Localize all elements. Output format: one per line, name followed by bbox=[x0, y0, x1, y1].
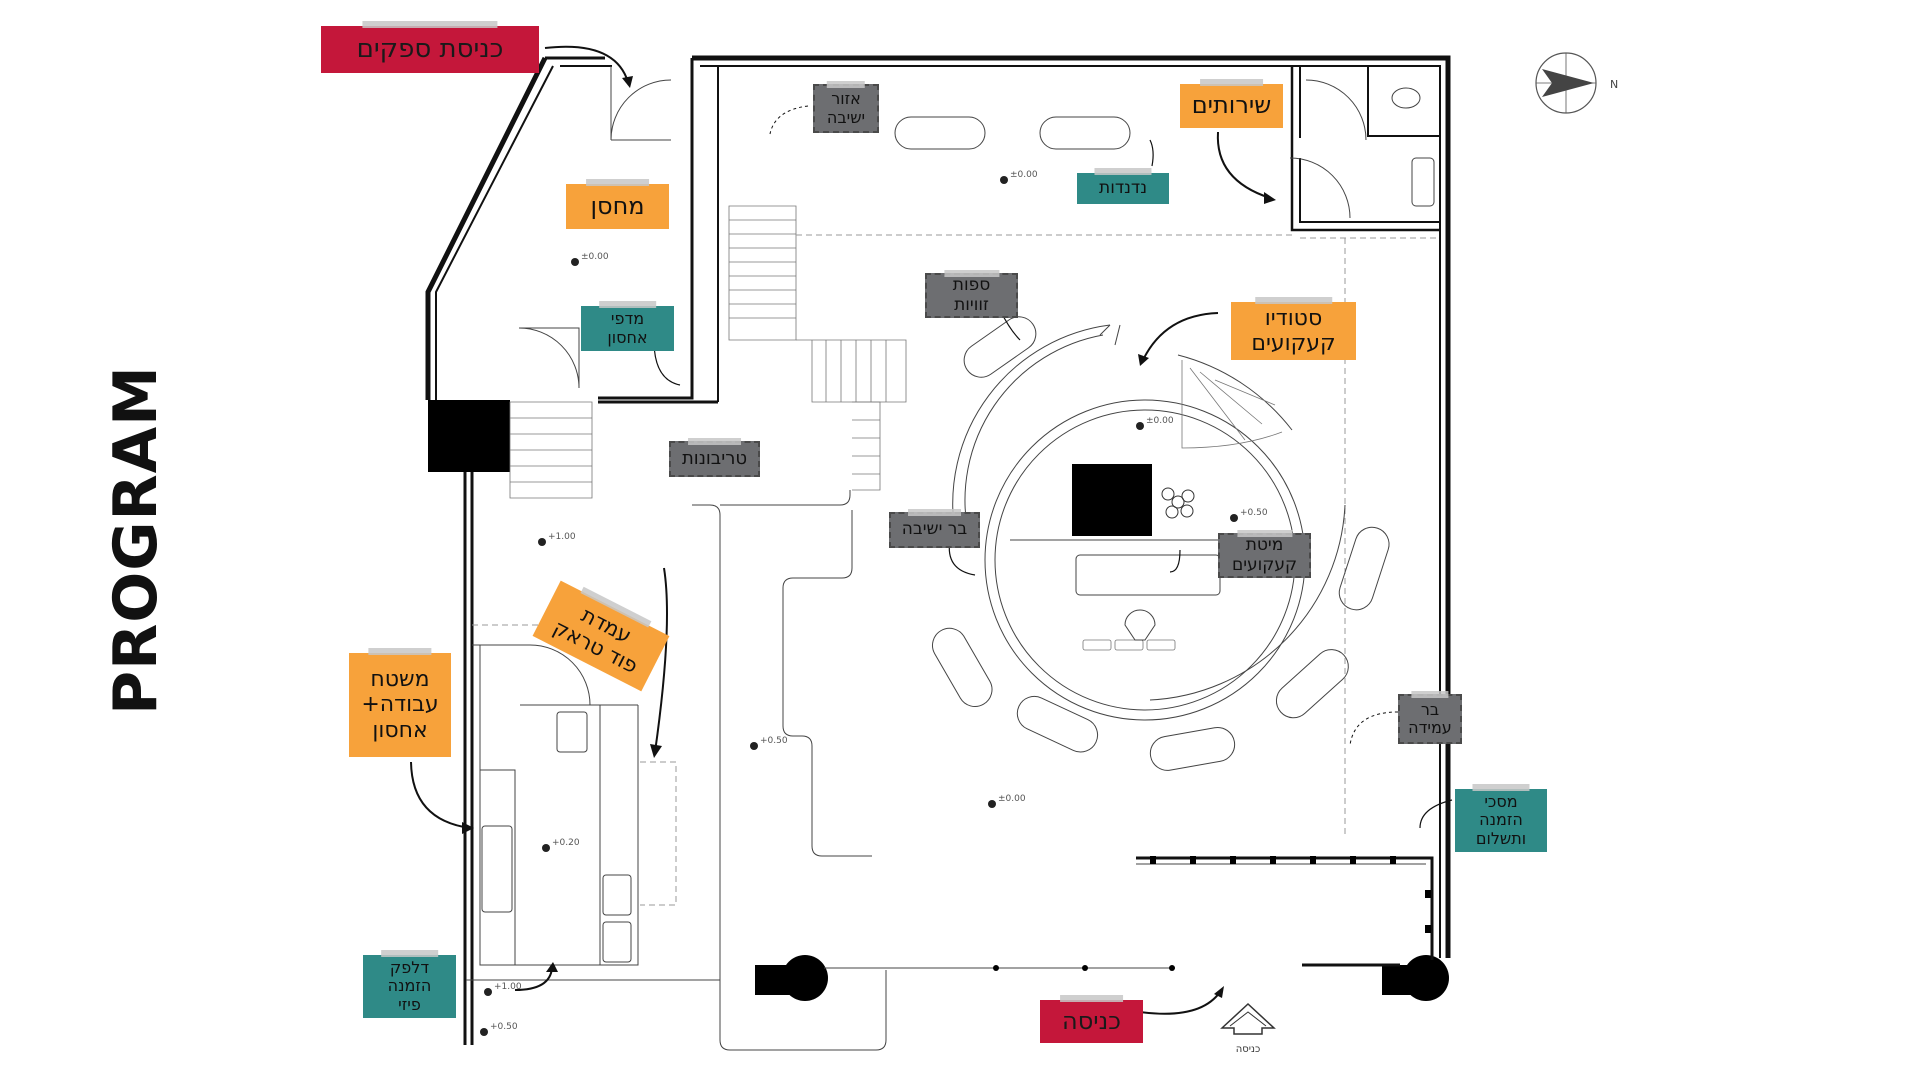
level-main-hall: ±0.00 bbox=[998, 794, 1026, 804]
level-marker-icon: +1.00 bbox=[484, 982, 522, 996]
label-physical-menu: דלפק הזמנה פיזי bbox=[363, 955, 456, 1018]
level-circle-inner: ±0.00 bbox=[1146, 416, 1174, 426]
level-marker-icon: ±0.00 bbox=[1000, 170, 1038, 184]
level-marker-icon: ±0.00 bbox=[988, 794, 1026, 808]
label-supplier-entrance: כניסת ספקים bbox=[321, 26, 539, 73]
level-marker-icon: +0.20 bbox=[542, 838, 580, 852]
exterior-walls bbox=[425, 55, 1451, 1045]
swing-seats bbox=[894, 116, 1131, 150]
level-marker-icon: +0.50 bbox=[1230, 508, 1268, 522]
level-entry-lower: +0.50 bbox=[490, 1022, 518, 1032]
level-stair-landing: +1.00 bbox=[548, 532, 576, 542]
level-marker-icon: +1.00 bbox=[538, 532, 576, 546]
label-storage-shelves: מדפי אחסון bbox=[581, 306, 674, 351]
restroom-block bbox=[1289, 66, 1440, 232]
leader-arrows bbox=[410, 45, 1453, 1015]
kitchen bbox=[472, 644, 639, 966]
entry-column-left-round bbox=[782, 955, 828, 1001]
level-circle-stage: +0.50 bbox=[1240, 508, 1268, 518]
label-storage: מחסן bbox=[566, 184, 669, 229]
label-work-surface: משטח עבודה+ אחסון bbox=[349, 653, 451, 757]
label-standing-bar: בר עמידה bbox=[1398, 694, 1462, 744]
label-cocktail-studio: סטודיו קעקועים bbox=[1231, 302, 1356, 360]
label-seated-bar: בר ישיבה bbox=[889, 512, 980, 548]
level-marker-icon: ±0.00 bbox=[571, 252, 609, 266]
entry-front bbox=[466, 856, 1434, 981]
stairs bbox=[509, 205, 907, 1051]
label-seating-area: אזור ישיבה bbox=[813, 84, 879, 133]
level-markers: ±0.00 ±0.00 +1.00 ±0.00 +0.50 +0.50 ±0.0… bbox=[480, 170, 1268, 1036]
label-order-screens: מסכי הזמנה ותשלום bbox=[1455, 789, 1547, 852]
entry-column-right-round bbox=[1403, 955, 1449, 1001]
level-marker-icon: ±0.00 bbox=[1136, 416, 1174, 430]
entry-mark-text: כניסה bbox=[1236, 1044, 1261, 1055]
level-entry-upper: +1.00 bbox=[494, 982, 522, 992]
entry-arrow-icon bbox=[1220, 1002, 1276, 1035]
level-marker-icon: +0.50 bbox=[480, 1022, 518, 1036]
label-tribunes: טריבונות bbox=[669, 441, 760, 477]
label-corner-sofas: ספות זוויות bbox=[925, 273, 1018, 318]
compass-label: N bbox=[1610, 78, 1618, 91]
structural-column bbox=[428, 400, 510, 472]
level-kitchen: +0.20 bbox=[552, 838, 580, 848]
level-tiered: +0.50 bbox=[760, 736, 788, 746]
tattoo-booth bbox=[1072, 464, 1152, 536]
page-title: PROGRAM bbox=[101, 365, 171, 715]
level-top-hall: ±0.00 bbox=[1010, 170, 1038, 180]
level-storage: ±0.00 bbox=[581, 252, 609, 262]
label-swings: נדנדות bbox=[1077, 173, 1169, 204]
circular-studio bbox=[932, 316, 1390, 771]
label-tattoo-bed: מיטת קעקועים bbox=[1218, 533, 1311, 578]
level-marker-icon: +0.50 bbox=[750, 736, 788, 750]
label-restrooms: שירותים bbox=[1180, 84, 1283, 128]
storage-walls bbox=[518, 58, 719, 404]
plant-icon bbox=[1161, 487, 1195, 519]
compass-icon bbox=[1535, 52, 1597, 114]
label-entrance: כניסה bbox=[1040, 1000, 1143, 1043]
